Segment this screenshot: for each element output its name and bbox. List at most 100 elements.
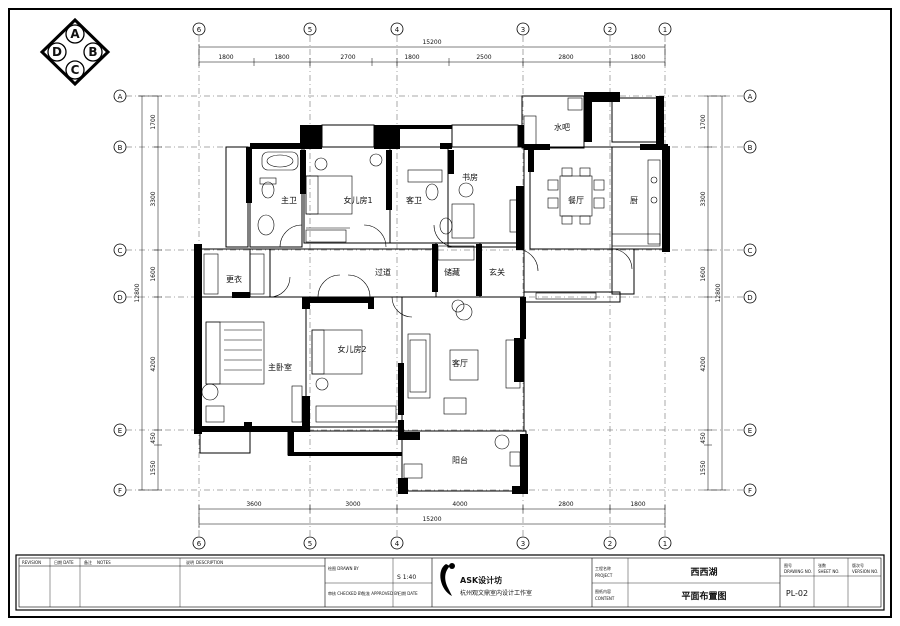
column-bubbles [192,22,672,550]
row-label-left: D [117,294,122,302]
dim-total-top: 15200 [422,39,441,46]
dim-right: 3300 [700,191,707,206]
tb-date-label: 日期 DATE [398,590,418,596]
dim-top: 2700 [340,54,355,61]
room-master-bath: 主卫 [281,195,297,205]
row-label-right: A [748,93,753,101]
room-study: 书房 [462,172,478,182]
row-label-right: B [748,144,753,152]
col-label-top: 3 [521,26,525,34]
dim-right-total: 12800 [715,283,722,302]
logo-letter-d: D [52,45,62,59]
tb-sheet-no-cn: 张数 [818,562,826,568]
dim-bottom: 3000 [345,501,360,508]
dim-bottom: 1800 [630,501,645,508]
col-label-top: 4 [395,26,400,34]
room-guest-bath: 客卫 [406,195,422,205]
title-block [15,554,885,611]
col-label-bottom: 2 [608,540,612,548]
room-corridor: 过道 [375,267,391,277]
col-label-bottom: 5 [308,540,312,548]
tb-sheet-no-en: SHEET NO. [818,569,840,574]
tb-drawing-title: 平面布置图 [681,590,726,602]
row-label-right: E [748,427,752,435]
col-label-bottom: 3 [521,540,525,548]
dim-top: 2800 [558,54,573,61]
thick-walls [194,92,670,494]
logo-letter-b: B [88,45,97,59]
tb-remarks: 备注 [84,559,92,565]
tb-project-name: 西西湖 [690,566,717,578]
dim-right: 1600 [700,266,707,281]
logo-letter-a: A [70,27,80,41]
dim-bottom: 4000 [452,501,467,508]
tb-version-en: VERSION NO. [852,569,878,574]
col-label-top: 5 [308,26,312,34]
dim-right: 450 [700,432,707,444]
col-label-bottom: 6 [197,540,202,548]
room-living: 客厅 [452,358,468,368]
dim-right: 4200 [700,356,707,371]
tb-notes: NOTES [97,560,111,565]
row-label-left: B [118,144,123,152]
top-dimensions [198,44,666,66]
bottom-dimensions [198,505,666,528]
tb-content-label-cn: 图纸内容 [595,588,611,594]
left-dimensions [138,95,162,491]
dim-left: 1700 [150,114,157,129]
row-label-left: E [118,427,122,435]
room-dining: 餐厅 [568,196,584,205]
room-daughter-1: 女儿房1 [343,195,372,205]
tb-description-en: DESCRIPTION [196,560,223,565]
room-foyer: 玄关 [489,267,505,277]
tb-version-cn: 版次号 [852,562,864,568]
tb-drawing-no: PL-02 [786,589,808,598]
door-swings [269,224,633,318]
tb-date: 日期 DATE [54,559,74,565]
room-master-bedroom: 主卧室 [268,362,292,372]
row-label-right: C [748,247,753,255]
col-label-bottom: 1 [663,540,667,548]
dim-left-total: 12800 [134,283,141,302]
tb-drawn-by: 绘图 DRAWN BY [328,565,359,571]
tb-project-label-cn: 工程名称 [595,565,611,571]
room-water-bar: 水吧 [554,122,570,132]
dim-top: 1800 [630,54,645,61]
row-label-right: D [747,294,752,302]
row-label-left: C [118,247,123,255]
dim-bottom: 2800 [558,501,573,508]
dim-right: 1550 [700,460,707,475]
tb-firm-short: ASK设计坊 [460,575,502,585]
dim-left: 4200 [150,356,157,371]
room-daughter-2: 女儿房2 [337,344,366,354]
row-label-right: F [748,487,752,495]
dim-bottom: 3600 [246,501,261,508]
row-bubbles [113,89,757,497]
dim-top: 2500 [476,54,491,61]
logo-letter-c: C [71,63,80,77]
tb-drawing-no-en: DRAWING NO. [784,569,812,574]
tb-approved-by: 批准 APPROVED BY [362,590,400,596]
dim-left: 1550 [150,460,157,475]
row-label-left: A [118,93,123,101]
dim-left: 450 [150,432,157,444]
dim-right: 1700 [700,114,707,129]
tb-content-label-en: CONTENT [595,596,615,601]
room-shoe-cabinet: 储藏 [444,267,460,277]
col-label-top: 1 [663,26,667,34]
dim-top: 1800 [274,54,289,61]
tb-checked-by: 审核 CHECKED BY [328,590,363,596]
room-kitchen: 厨 [630,196,638,205]
room-dressing: 更衣 [226,274,242,284]
furniture [201,97,661,479]
dim-total-bottom: 15200 [422,516,441,523]
logo-diamond: A B C D [39,17,111,87]
tb-project-label-en: PROJECT [595,573,613,578]
dim-left: 1600 [150,266,157,281]
col-label-top: 2 [608,26,612,34]
dim-left: 3300 [150,191,157,206]
tb-firm-full: 杭州观文鼎室内设计工作室 [460,589,532,597]
firm-logo-icon [440,563,455,596]
dim-top: 1800 [218,54,233,61]
